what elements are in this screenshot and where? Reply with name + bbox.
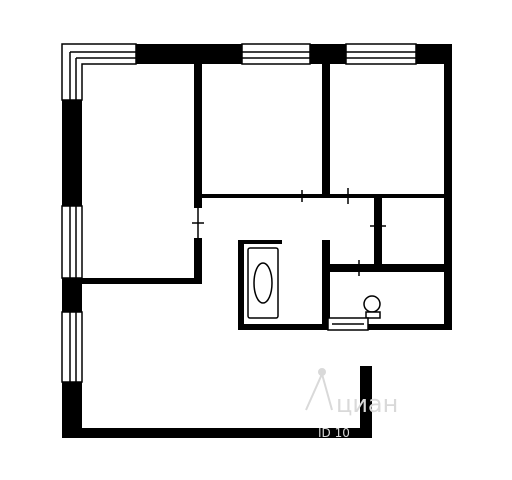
- wall-partition-mid: [322, 64, 330, 198]
- wall-left-lower: [62, 382, 82, 438]
- wall-bath-left: [238, 240, 244, 330]
- wall-under-top-rooms: [202, 194, 444, 198]
- wall-left-room-bottom: [80, 278, 202, 284]
- door-marker-top-right: [330, 188, 366, 204]
- wall-bottom: [62, 428, 372, 438]
- window-top-right: [345, 43, 417, 65]
- wall-partition-left-lower: [194, 238, 202, 284]
- watermark-logo-icon: [305, 368, 333, 411]
- window-left-lower: [61, 311, 83, 383]
- windows: [61, 43, 417, 383]
- wall-storage-bottom: [374, 264, 444, 272]
- door-marker-top-middle: [282, 190, 322, 202]
- window-left-upper: [61, 205, 83, 279]
- wall-bath-right: [322, 240, 330, 330]
- wall-top-right: [416, 44, 452, 64]
- living-area: [80, 284, 358, 428]
- exterior-walls: [62, 44, 452, 438]
- fixtures: [247, 247, 381, 331]
- door-marker-storage: [370, 212, 386, 240]
- wall-left-upper: [62, 100, 82, 206]
- toilet: [363, 295, 381, 319]
- wall-left-mid: [62, 278, 82, 312]
- room-left-large: [80, 64, 194, 278]
- wall-top-left: [136, 44, 242, 64]
- wall-bottom-right-post: [360, 366, 372, 438]
- wall-right: [444, 44, 452, 328]
- sink: [327, 317, 369, 331]
- storage: [382, 198, 442, 264]
- door-markers: [192, 188, 386, 276]
- door-marker-toilet: [344, 260, 374, 276]
- wall-partition-left: [194, 64, 202, 208]
- bathtub: [247, 247, 279, 319]
- door-marker-left-room: [192, 208, 204, 238]
- rooms: [80, 64, 442, 428]
- wall-top-mid: [310, 44, 346, 64]
- wall-bath-top: [238, 240, 282, 244]
- room-top-middle: [202, 64, 322, 194]
- room-top-right: [330, 64, 442, 194]
- window-top-middle: [241, 43, 311, 65]
